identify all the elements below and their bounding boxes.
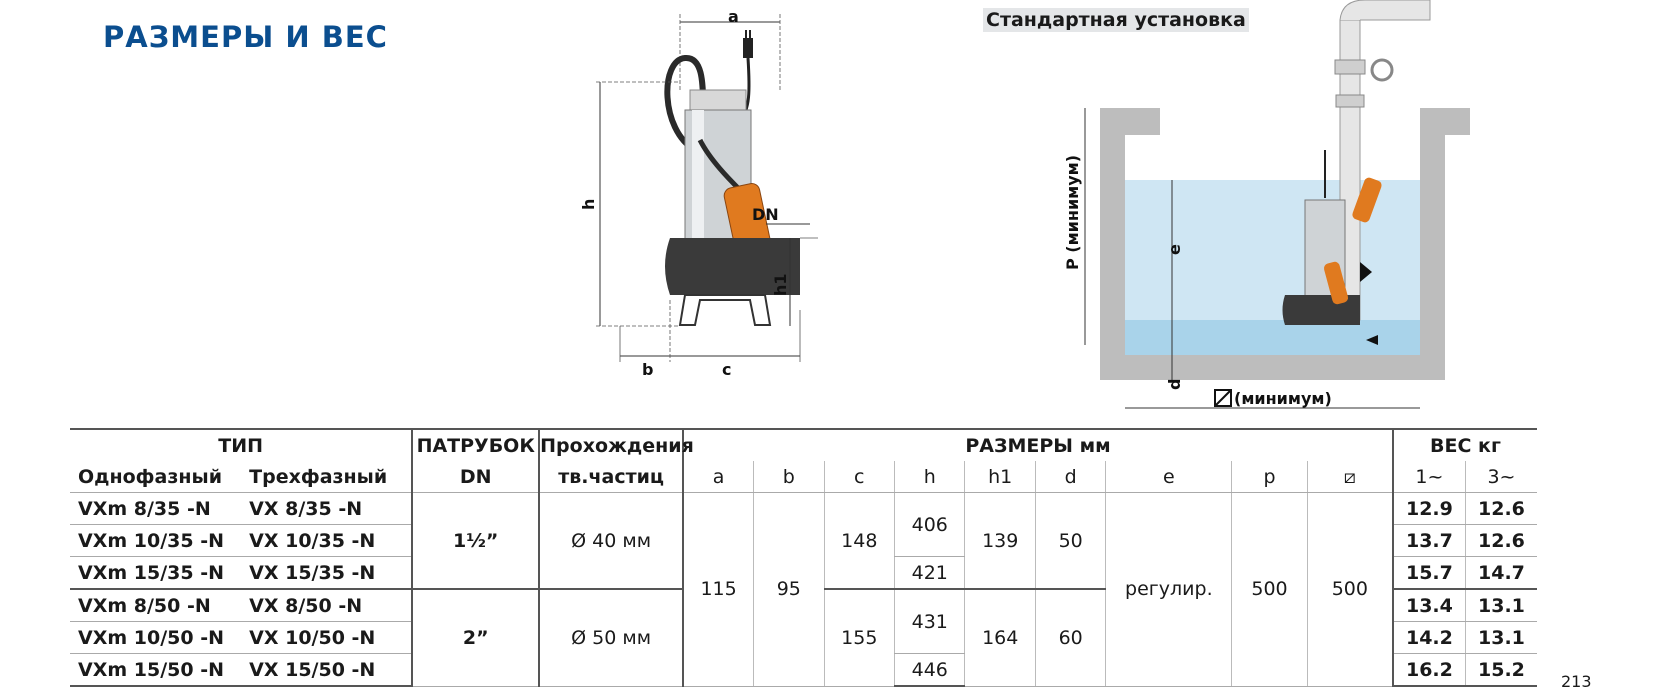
page-title: РАЗМЕРЫ И ВЕС <box>103 20 388 54</box>
col-h1: h1 <box>964 461 1036 493</box>
col-weight-3: 3~ <box>1464 461 1537 493</box>
header-passage-sub: тв.частиц <box>538 461 684 493</box>
col-e: e <box>1105 461 1232 493</box>
cell-dn: 1½” <box>411 492 540 590</box>
cell-b: 95 <box>753 492 825 687</box>
table-row-single: VXm 8/50 -N <box>70 589 242 622</box>
table-row-single: VXm 10/50 -N <box>70 621 242 654</box>
pump-dimension-drawing: a DN h h1 b c <box>579 7 818 379</box>
header-outlet-dn: DN <box>411 461 540 493</box>
cell-weight-1: 12.9 <box>1391 492 1466 525</box>
dim-label-dn: DN <box>752 205 779 224</box>
cell-a: 115 <box>682 492 754 687</box>
cell-d: 50 <box>1034 492 1106 590</box>
dim-label-h: h <box>579 199 598 210</box>
table-row-three: VX 8/50 -N <box>241 589 413 622</box>
cell-passage: Ø 40 мм <box>538 492 684 590</box>
header-type: ТИП <box>70 428 413 461</box>
table-row-single: VXm 8/35 -N <box>70 492 242 525</box>
header-weight: ВЕС кг <box>1391 428 1537 461</box>
dim-label-a: a <box>728 7 739 26</box>
dim-label-square-min: (минимум) <box>1234 389 1332 408</box>
col-d: d <box>1034 461 1106 493</box>
table-row-single: VXm 15/50 -N <box>70 653 242 687</box>
cell-weight-1: 16.2 <box>1391 653 1466 687</box>
cell-dn: 2” <box>411 589 540 687</box>
header-three-phase: Трехфазный <box>241 461 413 493</box>
cell-weight-1: 14.2 <box>1391 621 1466 654</box>
header-dimensions: РАЗМЕРЫ мм <box>682 428 1393 461</box>
dim-label-e: e <box>1165 244 1184 255</box>
col-a: a <box>682 461 754 493</box>
col-b: b <box>753 461 825 493</box>
dim-label-p-min: P (минимум) <box>1063 155 1082 270</box>
cell-weight-3: 15.2 <box>1464 653 1537 687</box>
dim-label-c: c <box>722 360 731 379</box>
installation-drawing: P (минимум) e d (минимум) <box>1063 0 1470 409</box>
dim-label-b: b <box>642 360 653 379</box>
col-square: ⧄ <box>1306 461 1393 493</box>
cell-weight-1: 15.7 <box>1391 556 1466 589</box>
cell-weight-3: 12.6 <box>1464 492 1537 525</box>
cell-h1: 164 <box>964 589 1036 687</box>
cell-h: 431 <box>894 589 965 654</box>
table-row-three: VX 10/50 -N <box>241 621 413 654</box>
dim-label-h1: h1 <box>771 273 790 296</box>
cell-passage: Ø 50 мм <box>538 589 684 687</box>
table-row-three: VX 15/35 -N <box>249 561 376 584</box>
cell-weight-3: 13.1 <box>1464 621 1537 654</box>
cell-h: 421 <box>894 556 965 589</box>
col-p: p <box>1231 461 1308 493</box>
cell-square: 500 <box>1306 492 1393 687</box>
cell-weight-3: 14.7 <box>1464 556 1537 589</box>
cell-p: 500 <box>1231 492 1308 687</box>
header-single-phase: Однофазный <box>70 461 242 493</box>
cell-weight-3: 12.6 <box>1464 524 1537 557</box>
cell-weight-1: 13.4 <box>1391 589 1466 622</box>
cell-weight-3: 13.1 <box>1464 589 1537 622</box>
header-passage: Прохождения <box>538 428 694 461</box>
col-c: c <box>823 461 895 493</box>
page-number: 213 <box>1561 672 1592 691</box>
install-subtitle: Стандартная установка <box>983 8 1249 32</box>
cell-weight-1: 13.7 <box>1391 524 1466 557</box>
cell-h1: 139 <box>964 492 1036 590</box>
cell-d: 60 <box>1034 589 1106 687</box>
cell-c: 148 <box>823 492 895 590</box>
cell-h: 406 <box>894 492 965 557</box>
table-row-three: VX 8/35 -N <box>241 492 413 525</box>
table-row-single: VXm 15/35 -N <box>78 561 224 584</box>
cell-c: 155 <box>823 589 895 687</box>
cell-h: 446 <box>894 653 965 687</box>
table-row-three: VX 15/50 -N <box>241 653 413 687</box>
cell-e: регулир. <box>1105 492 1232 687</box>
dim-label-d: d <box>1165 379 1184 390</box>
spec-table: ТИП ПАТРУБОК Прохождения РАЗМЕРЫ мм ВЕС … <box>70 428 1537 687</box>
col-weight-1: 1~ <box>1391 461 1466 493</box>
table-row-three: VX 10/35 -N <box>241 524 413 557</box>
col-h: h <box>894 461 965 493</box>
table-row-single: VXm 10/35 -N <box>70 524 242 557</box>
header-outlet: ПАТРУБОК <box>411 428 540 461</box>
